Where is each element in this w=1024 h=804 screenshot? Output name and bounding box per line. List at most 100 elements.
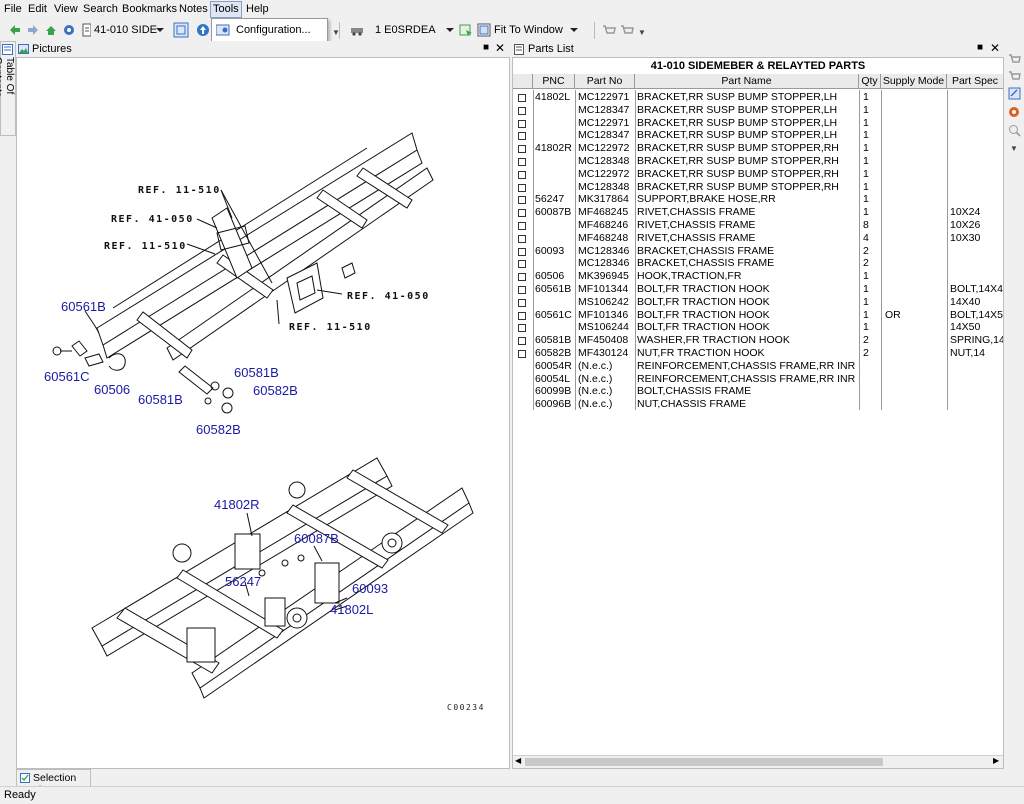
scrollbar-thumb[interactable] (525, 758, 883, 766)
cart-remove-icon[interactable] (1008, 70, 1021, 83)
menu-view[interactable]: View (54, 3, 78, 15)
pin-icon[interactable]: ■ (483, 42, 490, 53)
row-checkbox[interactable] (518, 145, 526, 154)
refresh-icon[interactable] (62, 23, 76, 37)
callout-41802L[interactable]: 41802L (330, 602, 373, 617)
menu-item-configuration[interactable]: Configuration... (236, 24, 311, 36)
back-arrow-icon[interactable] (8, 23, 22, 37)
row-checkbox[interactable] (518, 247, 526, 256)
fit-window-icon[interactable] (477, 23, 491, 37)
row-checkbox[interactable] (518, 158, 526, 166)
menu-file[interactable]: File (4, 3, 22, 15)
row-checkbox[interactable] (518, 183, 526, 192)
callout-60582B-b[interactable]: 60582B (196, 422, 241, 437)
scroll-right-icon[interactable]: ▶ (993, 756, 1000, 765)
close-icon[interactable]: ✕ (495, 41, 506, 55)
group-combo[interactable]: 41-010 SIDE (91, 21, 167, 39)
model-combo[interactable]: 1 E0SRDEA (372, 21, 456, 39)
row-checkbox[interactable] (518, 119, 526, 128)
column-header-qty[interactable]: Qty (859, 74, 881, 89)
menu-tools[interactable]: Tools (210, 1, 242, 18)
column-header-part-name[interactable]: Part Name (635, 74, 859, 89)
select-icon[interactable] (459, 23, 473, 37)
row-checkbox[interactable] (518, 106, 526, 115)
menu-bookmarks[interactable]: Bookmarks (122, 3, 178, 15)
home-icon[interactable] (44, 23, 58, 37)
chevron-down-icon[interactable] (570, 28, 578, 32)
table-of-contents-tab[interactable]: Table Of Contents (0, 57, 15, 98)
cart-add-icon[interactable] (602, 23, 616, 37)
row-checkbox[interactable] (518, 209, 526, 218)
row-checkbox[interactable] (518, 298, 526, 307)
toolbar-overflow-icon[interactable]: ▼ (638, 28, 646, 37)
go-up-icon[interactable] (196, 23, 210, 37)
menu-search[interactable]: Search (83, 3, 118, 15)
column-header-supply-mode[interactable]: Supply Mode (881, 74, 947, 89)
pin-icon[interactable]: ■ (977, 42, 984, 53)
cart-icon[interactable] (1008, 53, 1021, 66)
callout-56247[interactable]: 56247 (225, 574, 261, 589)
zoom-combo[interactable]: Fit To Window (491, 21, 581, 39)
callout-60093[interactable]: 60093 (352, 581, 388, 596)
row-checkbox[interactable] (518, 170, 526, 179)
callout-60561B[interactable]: 60561B (61, 299, 106, 314)
row-checkbox[interactable] (518, 196, 526, 205)
selection-list-tab[interactable]: Selection List (16, 769, 91, 796)
callout-60581B-a[interactable]: 60581B (234, 365, 279, 380)
menu-edit[interactable]: Edit (28, 3, 47, 15)
notes-icon[interactable] (1008, 87, 1021, 100)
scroll-left-icon[interactable]: ◀ (515, 756, 522, 765)
menu-help[interactable]: Help (246, 3, 269, 15)
zoom-icon[interactable] (1008, 124, 1021, 137)
info-search-icon[interactable] (1008, 106, 1021, 119)
row-checkbox[interactable] (518, 286, 526, 294)
horizontal-scrollbar[interactable]: ◀ ▶ (513, 755, 1003, 768)
row-checkbox[interactable] (518, 260, 526, 269)
forward-arrow-icon[interactable] (26, 23, 40, 37)
column-header-pnc[interactable]: PNC (533, 74, 575, 89)
row-checkbox[interactable] (518, 324, 526, 333)
callout-60561C[interactable]: 60561C (44, 369, 90, 384)
toolbar-overflow-icon[interactable]: ▼ (1010, 144, 1018, 153)
close-icon[interactable]: ✕ (990, 41, 1001, 55)
row-checkbox[interactable] (518, 273, 526, 282)
menu-notes[interactable]: Notes (179, 3, 208, 15)
table-row[interactable]: 60054R(N.e.c.)REINFORCEMENT,CHASSIS FRAM… (513, 360, 1003, 373)
row-checkbox[interactable] (518, 234, 526, 243)
image-view-icon[interactable] (173, 22, 189, 38)
row-checkbox[interactable] (518, 94, 526, 102)
toolbar-overflow-icon[interactable]: ▼ (332, 28, 340, 37)
table-row[interactable]: 60096B(N.e.c.)NUT,CHASSIS FRAME (513, 398, 1003, 411)
row-checkbox[interactable] (518, 132, 526, 141)
row-checkbox[interactable] (518, 350, 526, 358)
callout-41802R[interactable]: 41802R (214, 497, 260, 512)
table-row[interactable]: 60054L(N.e.c.)REINFORCEMENT,CHASSIS FRAM… (513, 373, 1003, 386)
row-checkbox[interactable] (518, 311, 526, 320)
callout-60087B[interactable]: 60087B (294, 531, 339, 546)
row-checkbox[interactable] (518, 222, 526, 230)
table-row[interactable]: 60099B(N.e.c.)BOLT,CHASSIS FRAME (513, 385, 1003, 398)
table-of-contents-icon[interactable] (2, 44, 13, 55)
callout-60581B-b[interactable]: 60581B (138, 392, 183, 407)
row-checkbox[interactable] (518, 337, 526, 346)
chevron-down-icon[interactable] (446, 28, 454, 32)
callout-60506[interactable]: 60506 (94, 382, 130, 397)
